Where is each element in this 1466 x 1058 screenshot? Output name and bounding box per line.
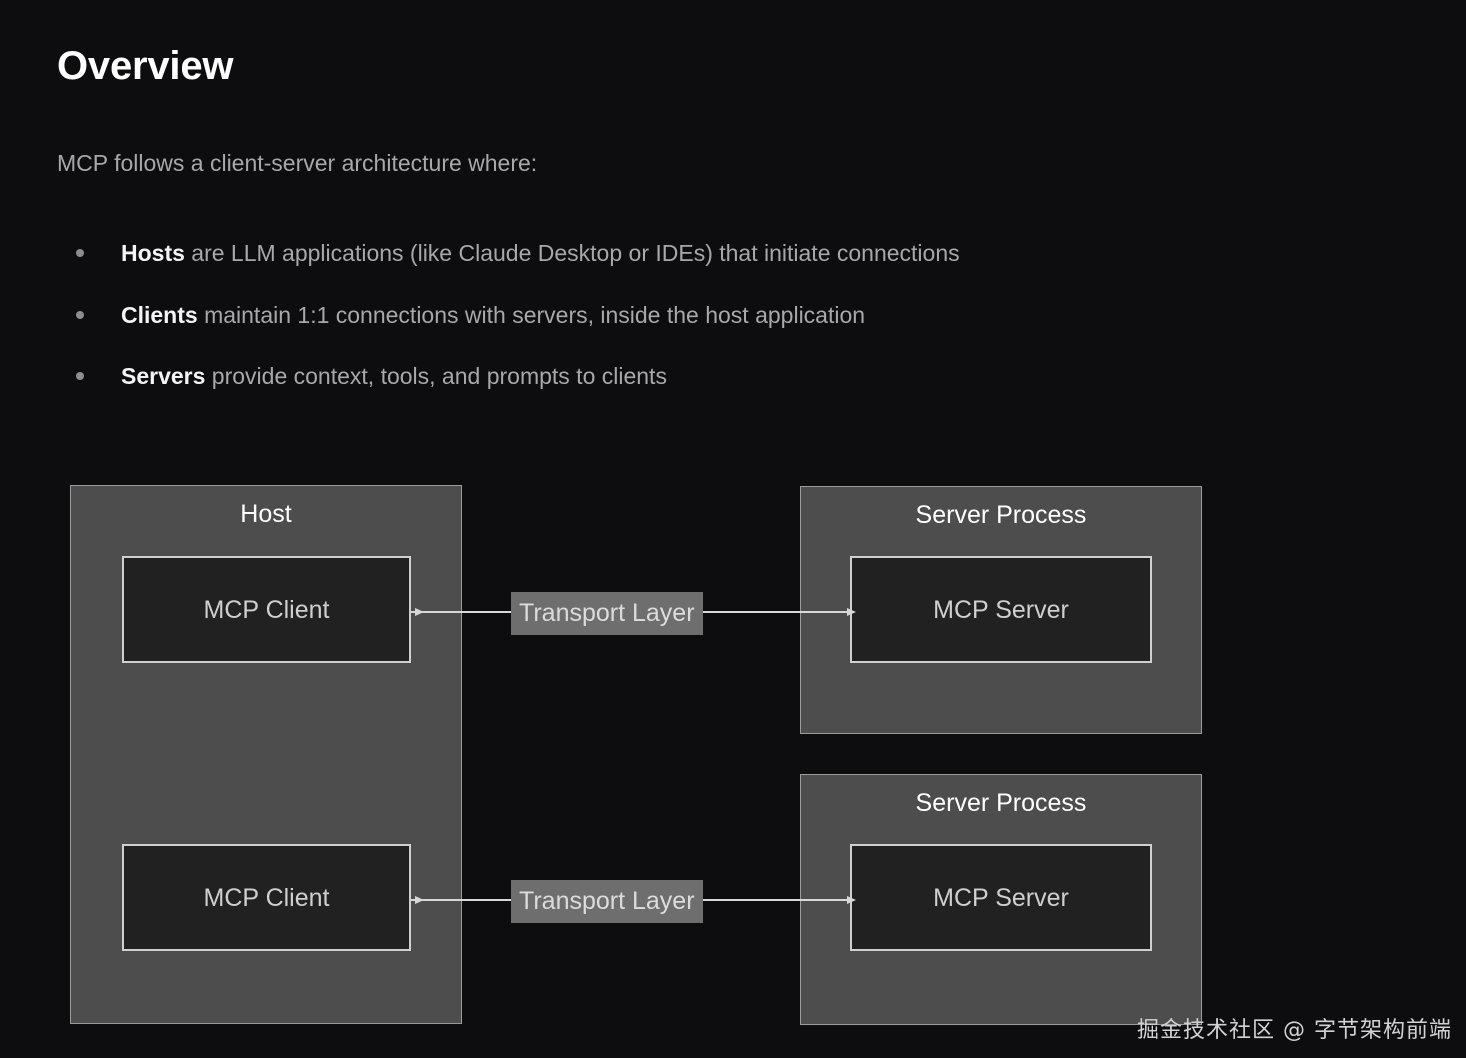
mcp-client-label-2: MCP Client xyxy=(203,883,330,912)
mcp-server-label-2: MCP Server xyxy=(933,883,1069,912)
bullet-dot-icon xyxy=(76,249,84,257)
list-item: Clients maintain 1:1 connections with se… xyxy=(57,298,1397,334)
page-title: Overview xyxy=(57,44,234,88)
mcp-server-label-1: MCP Server xyxy=(933,595,1069,624)
list-item: Hosts are LLM applications (like Claude … xyxy=(57,236,1397,272)
bullet-text: provide context, tools, and prompts to c… xyxy=(205,363,667,390)
server-process-container-2: Server Process xyxy=(800,774,1202,1025)
host-container: Host xyxy=(70,485,462,1024)
bullet-term: Clients xyxy=(121,301,198,328)
watermark: 掘金技术社区 @ 字节架构前端 xyxy=(1137,1018,1452,1043)
bullet-term: Hosts xyxy=(121,240,185,266)
bullet-text: maintain 1:1 connections with servers, i… xyxy=(197,301,866,328)
bullet-text: are LLM applications (like Claude Deskto… xyxy=(184,240,960,266)
mcp-server-node-1: MCP Server xyxy=(850,556,1152,663)
transport-layer-label-1: Transport Layer xyxy=(511,592,703,635)
transport-layer-label-2: Transport Layer xyxy=(511,880,703,923)
host-title: Host xyxy=(240,500,292,528)
server-process-title-2: Server Process xyxy=(915,789,1087,817)
server-process-container-1: Server Process xyxy=(800,486,1202,734)
mcp-server-node-2: MCP Server xyxy=(850,844,1152,951)
mcp-client-label-1: MCP Client xyxy=(203,595,330,624)
server-process-title-1: Server Process xyxy=(915,501,1087,529)
bullet-term: Servers xyxy=(121,363,206,390)
bullet-dot-icon xyxy=(76,372,84,381)
bullet-list: Hosts are LLM applications (like Claude … xyxy=(57,236,1397,421)
bullet-dot-icon xyxy=(76,310,84,319)
mcp-client-node-2: MCP Client xyxy=(122,844,411,951)
list-item: Servers provide context, tools, and prom… xyxy=(57,359,1397,395)
mcp-client-node-1: MCP Client xyxy=(122,556,411,663)
intro-paragraph: MCP follows a client-server architecture… xyxy=(57,150,538,176)
